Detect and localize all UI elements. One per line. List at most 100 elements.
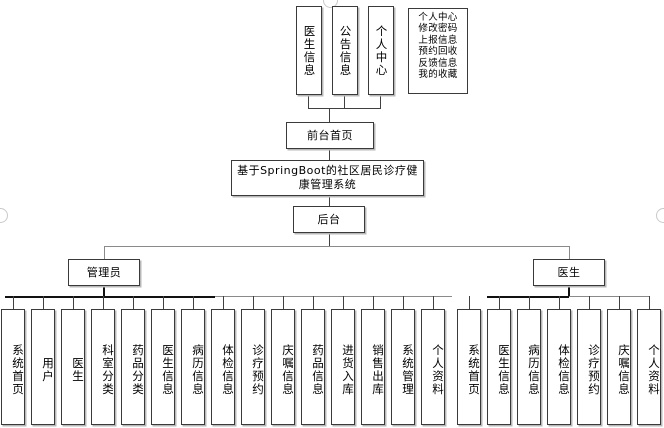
- admin-menu-item[interactable]: 医生: [61, 309, 85, 425]
- connector-admin-menu-riser: [312, 296, 314, 309]
- admin-menu-item[interactable]: 进货入库: [331, 309, 355, 425]
- doctor-menu-item-label: 庆嘱信息: [617, 344, 631, 396]
- connector-frontend-stub-1: [308, 95, 309, 108]
- node-label: 后台: [317, 212, 341, 226]
- system-title-label: 基于SpringBoot的社区居民诊疗健康管理系统: [237, 164, 418, 191]
- node-system-root[interactable]: 基于SpringBoot的社区居民诊疗健康管理系统: [231, 160, 424, 196]
- connector-admin-menu-riser: [42, 296, 44, 309]
- frontend-node-announcement-info[interactable]: 公告信息: [332, 6, 358, 95]
- admin-menu-item-label: 系统首页: [11, 344, 25, 396]
- connector-doctor-menu-riser: [468, 296, 470, 309]
- connector-doctor-menu-riser: [528, 296, 530, 309]
- connector-bus-to-admin: [104, 246, 105, 259]
- connector-frontend-stub-2: [344, 95, 345, 108]
- node-label: 管理员: [86, 265, 122, 279]
- frontend-node-label: 医生信息: [302, 24, 317, 77]
- admin-menu-item-label: 医生信息: [161, 344, 175, 396]
- doctor-menu-item[interactable]: 体检信息: [547, 309, 571, 425]
- personal-center-item: 反馈信息: [418, 57, 458, 69]
- connector-home-to-root: [329, 149, 330, 160]
- connector-admin-bus-left: [5, 296, 215, 298]
- admin-menu-item[interactable]: 药品分类: [121, 309, 145, 425]
- connector-frontend-bus: [308, 108, 381, 109]
- node-doctor[interactable]: 医生: [533, 259, 605, 286]
- admin-menu-item[interactable]: 系统管理: [391, 309, 415, 425]
- connector-doctor-bus-left: [487, 296, 569, 298]
- doctor-menu-item-label: 病历信息: [527, 344, 541, 396]
- admin-menu-item[interactable]: 体检信息: [211, 309, 235, 425]
- connector-bus-to-doctor: [569, 246, 570, 259]
- admin-menu-item[interactable]: 个人资料: [421, 309, 445, 425]
- doctor-menu-item-label: 个人资料: [647, 344, 661, 396]
- frontend-node-personal-center[interactable]: 个人中心: [368, 6, 394, 95]
- connector-doctor-menu-riser: [498, 296, 500, 309]
- connector-admin-menu-riser: [162, 296, 164, 309]
- connector-backend-bus: [104, 246, 570, 247]
- connector-root-to-backend: [329, 196, 330, 206]
- admin-menu-item-label: 进货入库: [341, 344, 355, 396]
- connector-frontend-to-home: [329, 108, 330, 122]
- connector-frontend-stub-3: [380, 95, 381, 108]
- node-backend[interactable]: 后台: [293, 206, 365, 233]
- admin-menu-item[interactable]: 病历信息: [181, 309, 205, 425]
- admin-menu-item[interactable]: 用户: [31, 309, 55, 425]
- connector-doctor-drop: [568, 286, 570, 296]
- doctor-menu-item[interactable]: 个人资料: [637, 309, 661, 425]
- frontend-node-doctor-info[interactable]: 医生信息: [296, 6, 322, 95]
- connector-admin-menu-riser: [102, 296, 104, 309]
- admin-menu-item-label: 药品分类: [131, 344, 145, 396]
- connector-admin-menu-riser: [12, 296, 14, 309]
- node-label: 前台首页: [307, 128, 353, 142]
- personal-center-item: 预约回收: [418, 46, 458, 58]
- personal-center-detail-box: 个人中心 修改密码 上报信息 预约回收 反馈信息 我的收藏: [408, 8, 468, 94]
- admin-menu-item[interactable]: 医生信息: [151, 309, 175, 425]
- admin-menu-item-label: 用户: [41, 357, 55, 383]
- frontend-node-label: 公告信息: [338, 24, 353, 77]
- connector-admin-bus-right: [215, 296, 452, 297]
- admin-menu-item-label: 系统管理: [401, 344, 415, 396]
- admin-menu-item-label: 医生: [71, 357, 85, 383]
- admin-menu-item-label: 体检信息: [221, 344, 235, 396]
- connector-admin-drop: [103, 286, 105, 296]
- connector-admin-menu-riser: [192, 296, 194, 309]
- admin-menu-item[interactable]: 药品信息: [301, 309, 325, 425]
- admin-menu-item[interactable]: 诊疗预约: [241, 309, 265, 425]
- connector-doctor-menu-riser: [648, 296, 650, 309]
- connector-admin-menu-riser: [342, 296, 344, 309]
- doctor-menu-item[interactable]: 庆嘱信息: [607, 309, 631, 425]
- connector-admin-menu-riser: [402, 296, 404, 309]
- admin-menu-item[interactable]: 科室分类: [91, 309, 115, 425]
- admin-menu-item-label: 销售出库: [371, 344, 385, 396]
- connector-admin-menu-riser: [222, 296, 224, 309]
- doctor-menu-item-label: 系统首页: [467, 344, 481, 396]
- doctor-menu-item[interactable]: 系统首页: [457, 309, 481, 425]
- personal-center-item: 上报信息: [418, 34, 458, 46]
- doctor-menu-item[interactable]: 医生信息: [487, 309, 511, 425]
- connector-admin-menu-riser: [372, 296, 374, 309]
- personal-center-item: 个人中心: [418, 12, 458, 23]
- doctor-menu-item[interactable]: 诊疗预约: [577, 309, 601, 425]
- doctor-menu-item[interactable]: 病历信息: [517, 309, 541, 425]
- frontend-node-label: 个人中心: [374, 24, 389, 77]
- connector-doctor-menu-riser: [588, 296, 590, 309]
- connector-admin-menu-riser: [72, 296, 74, 309]
- admin-menu-item-label: 诊疗预约: [251, 344, 265, 396]
- node-frontend-home[interactable]: 前台首页: [286, 122, 374, 149]
- connector-backend-drop: [329, 233, 330, 246]
- admin-menu-item[interactable]: 庆嘱信息: [271, 309, 295, 425]
- admin-menu-item-label: 庆嘱信息: [281, 344, 295, 396]
- admin-menu-item[interactable]: 系统首页: [1, 309, 25, 425]
- admin-menu-item[interactable]: 销售出库: [361, 309, 385, 425]
- connector-admin-menu-riser: [282, 296, 284, 309]
- personal-center-item: 我的收藏: [418, 69, 458, 81]
- admin-menu-item-label: 病历信息: [191, 344, 205, 396]
- edge-artifact-right: [656, 208, 664, 223]
- node-label: 医生: [557, 265, 581, 279]
- edge-artifact-left: [0, 208, 8, 223]
- node-admin[interactable]: 管理员: [68, 259, 140, 286]
- doctor-menu-item-label: 体检信息: [557, 344, 571, 396]
- doctor-menu-item-label: 诊疗预约: [587, 344, 601, 396]
- admin-menu-item-label: 个人资料: [431, 344, 445, 396]
- admin-menu-item-label: 科室分类: [101, 344, 115, 396]
